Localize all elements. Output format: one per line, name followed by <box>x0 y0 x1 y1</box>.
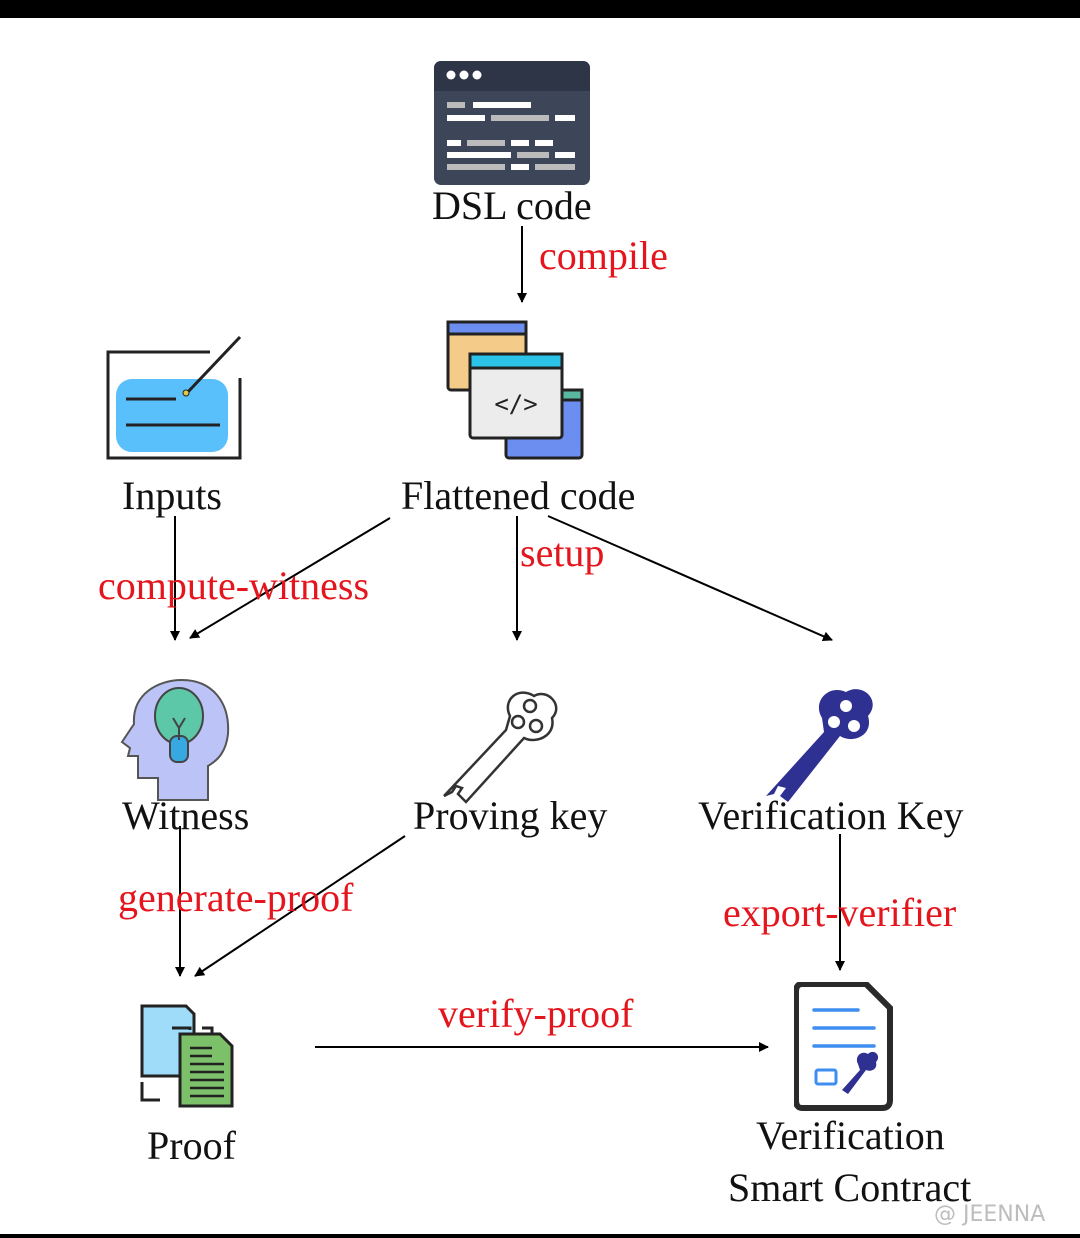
documents-icon <box>140 1004 234 1108</box>
edge-label-compile: compile <box>539 233 668 278</box>
edge-proving-proof <box>194 835 406 977</box>
edge-label-setup: setup <box>520 530 605 575</box>
node-witness: Witness <box>122 793 250 838</box>
edge-label-generate-proof: generate-proof <box>118 875 354 920</box>
node-verification-key: Verification Key <box>698 793 964 838</box>
edge-flattened-witness <box>189 517 391 639</box>
node-contract-line2: Smart Contract <box>728 1165 972 1210</box>
edge-label-verify-proof: verify-proof <box>438 991 634 1036</box>
edge-label-export-verifier: export-verifier <box>723 890 957 935</box>
key-filled-icon <box>766 689 873 802</box>
svg-text:</>: </> <box>494 390 537 418</box>
node-inputs: Inputs <box>122 473 222 518</box>
code-window-icon <box>434 61 590 185</box>
node-contract-line1: Verification <box>756 1113 945 1158</box>
node-proving-key: Proving key <box>413 793 608 838</box>
edges-layer <box>170 226 845 1052</box>
key-outline-icon <box>443 691 558 804</box>
head-lightbulb-icon <box>120 678 230 801</box>
node-flattened-code: Flattened code <box>401 473 636 518</box>
watermark: @ JEENNA <box>934 1202 1046 1227</box>
edge-label-compute-witness: compute-witness <box>98 563 370 608</box>
contract-document-icon <box>794 982 893 1111</box>
diagram-canvas: DSL code compile Inputs </> Flattened co… <box>0 18 1080 1234</box>
node-proof: Proof <box>147 1123 236 1168</box>
edge-setup-verification <box>547 515 833 641</box>
input-form-icon <box>106 336 242 460</box>
stacked-code-windows-icon: </> <box>446 320 584 460</box>
node-dsl-code: DSL code <box>432 183 592 228</box>
